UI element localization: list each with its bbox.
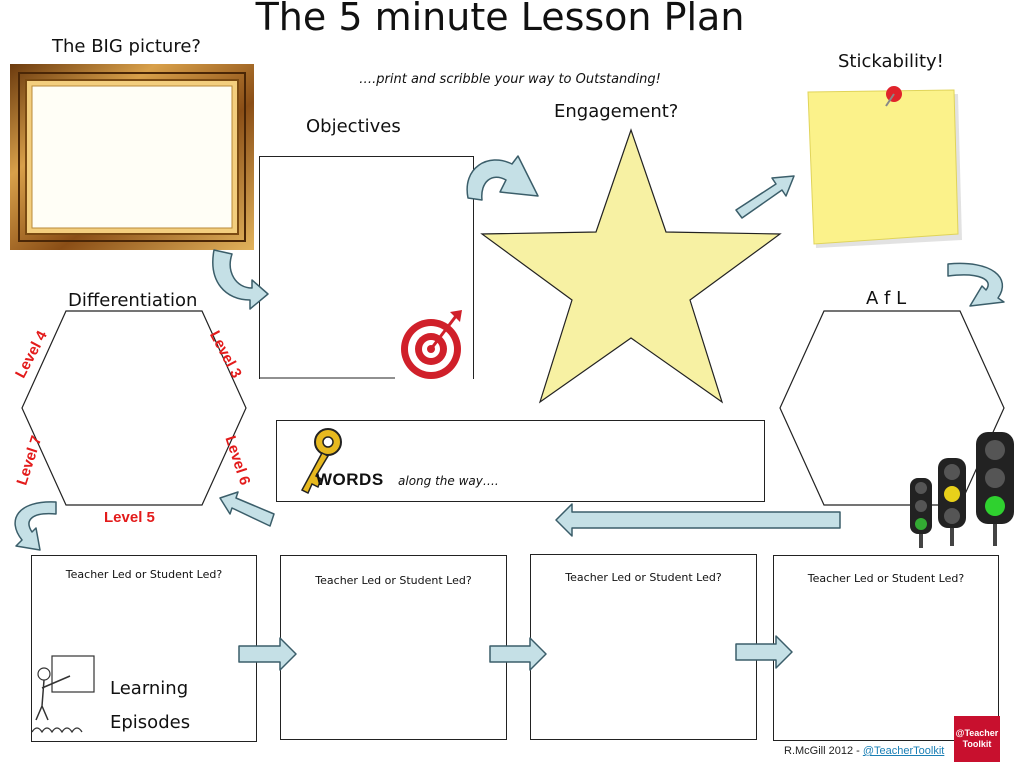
curved-arrow-frame-to-objectives (212, 249, 269, 310)
episode-question-2: Teacher Led or Student Led? (315, 574, 472, 587)
along-the-way-text: along the way…. (398, 474, 499, 488)
credit-handle-link[interactable]: @TeacherToolkit (862, 745, 945, 757)
episode-box-4[interactable]: Teacher Led or Student Led? (773, 555, 999, 741)
level-5-label: Level 5 (104, 509, 155, 526)
arrow-afl-to-words (555, 503, 841, 537)
episode-question-3: Teacher Led or Student Led? (565, 571, 722, 584)
arrow-episode-1-to-2 (238, 637, 297, 671)
curved-arrow-differentiation-to-episodes (14, 501, 57, 551)
arrow-episode-3-to-4 (735, 635, 793, 669)
traffic-light-icon (910, 432, 1014, 548)
differentiation-label: Differentiation (68, 290, 198, 311)
episode-question-4: Teacher Led or Student Led? (807, 572, 965, 585)
logo-text: @Teacher Toolkit (955, 728, 999, 749)
objectives-box-bottom (259, 377, 395, 379)
stickability-label: Stickability! (838, 51, 944, 72)
arrow-words-to-differentiation (219, 491, 275, 527)
key-icon (300, 428, 342, 495)
episode-question-1: Teacher Led or Student Led? (65, 568, 223, 581)
episode-box-1[interactable]: Teacher Led or Student Led? (31, 555, 257, 742)
page-subtitle: ….print and scribble your way to Outstan… (359, 72, 661, 87)
target-icon (401, 310, 462, 379)
picture-frame-icon[interactable] (10, 64, 254, 250)
curved-arrow-sticky-to-afl (947, 262, 1005, 307)
teacher-drawing-icon (31, 655, 95, 734)
arrow-star-to-sticky (735, 175, 795, 219)
curved-arrow-objectives-to-star (466, 155, 539, 201)
episodes-label: Episodes (110, 712, 191, 733)
sticky-note-icon[interactable] (806, 82, 966, 252)
key-words-text: WORDS (316, 470, 384, 489)
engagement-label: Engagement? (554, 101, 679, 122)
afl-label: A f L (866, 288, 907, 309)
differentiation-hexagon[interactable] (20, 310, 248, 506)
arrow-episode-2-to-3 (489, 637, 547, 671)
episode-box-3[interactable]: Teacher Led or Student Led? (530, 554, 757, 740)
key-words-box[interactable] (276, 420, 765, 502)
episode-box-2[interactable]: Teacher Led or Student Led? (280, 555, 507, 740)
objectives-label: Objectives (306, 116, 401, 137)
credit-author: R.McGill 2012 - (784, 745, 863, 757)
credit-line: R.McGill 2012 - @TeacherToolkit (784, 745, 944, 757)
star-shape[interactable] (480, 128, 782, 404)
teacher-toolkit-logo[interactable]: @Teacher Toolkit (954, 716, 1000, 762)
big-picture-label: The BIG picture? (52, 36, 201, 57)
page-title: The 5 minute Lesson Plan (255, 0, 745, 39)
learning-label: Learning (110, 678, 189, 699)
